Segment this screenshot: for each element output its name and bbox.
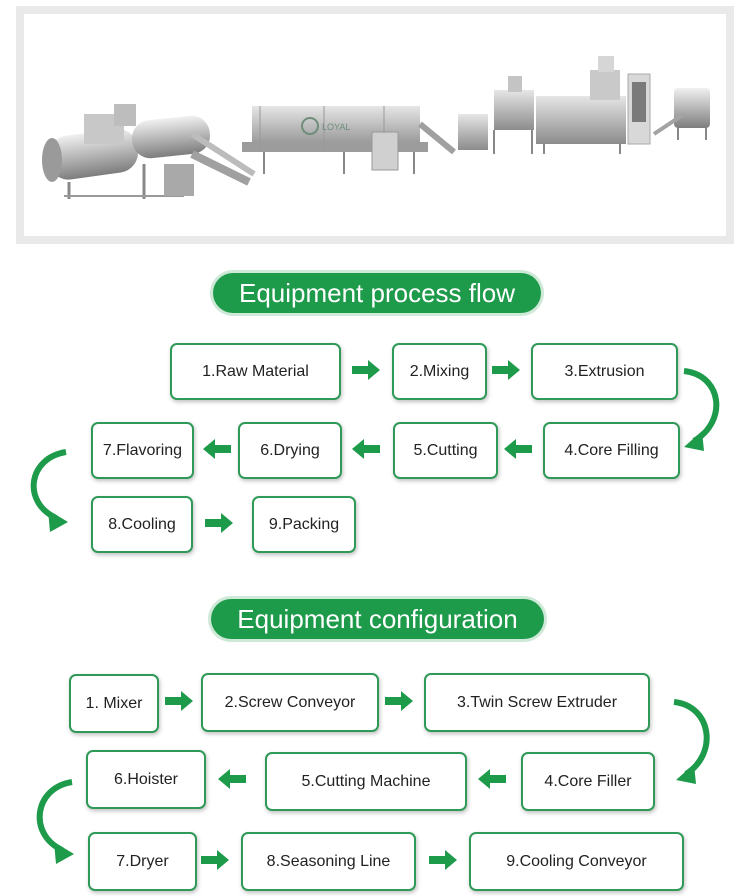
process-step-cooling: 8.Cooling xyxy=(91,496,193,553)
cutter-and-filler xyxy=(458,76,534,154)
config-step-cutting-machine: 5.Cutting Machine xyxy=(265,752,467,811)
config-step-cooling-conveyor: 9.Cooling Conveyor xyxy=(469,832,684,891)
arrow-right-icon xyxy=(429,850,457,870)
dryer-logo-text: LOYAL xyxy=(322,122,350,132)
twin-screw-extruder xyxy=(536,56,651,154)
process-step-packing: 9.Packing xyxy=(252,496,356,553)
arrow-right-icon xyxy=(492,360,520,380)
process-step-cutting: 5.Cutting xyxy=(393,422,498,479)
production-line-photo: LOYAL xyxy=(24,14,726,236)
configuration-title: Equipment configuration xyxy=(211,599,544,639)
process-step-mixing: 2.Mixing xyxy=(392,343,487,400)
curved-arrow-down-left-icon xyxy=(30,449,68,532)
arrow-right-icon xyxy=(205,513,233,533)
mixer-machine xyxy=(652,88,710,140)
config-step-twin-screw-extruder: 3.Twin Screw Extruder xyxy=(424,673,650,732)
arrow-left-icon xyxy=(203,439,231,459)
process-step-extrusion: 3.Extrusion xyxy=(531,343,678,400)
arrow-right-icon xyxy=(352,360,380,380)
process-step-drying: 6.Drying xyxy=(238,422,342,479)
arrow-right-icon xyxy=(385,691,413,711)
config-step-seasoning-line: 8.Seasoning Line xyxy=(241,832,416,891)
arrow-right-icon xyxy=(165,691,193,711)
config-step-mixer: 1. Mixer xyxy=(69,674,159,733)
config-step-hoister: 6.Hoister xyxy=(86,750,206,809)
arrow-left-icon xyxy=(218,769,246,789)
process-step-core-filling: 4.Core Filling xyxy=(543,422,680,479)
config-step-dryer: 7.Dryer xyxy=(88,832,197,891)
hoister-conveyor xyxy=(190,131,256,186)
arrow-left-icon xyxy=(478,769,506,789)
config-step-screw-conveyor: 2.Screw Conveyor xyxy=(201,673,379,732)
config-step-core-filler: 4.Core Filler xyxy=(521,752,655,811)
process-step-flavoring: 7.Flavoring xyxy=(91,422,194,479)
seasoning-drum-machine xyxy=(42,104,210,199)
curved-arrow-down-right-icon xyxy=(673,699,710,784)
arrow-left-icon xyxy=(352,439,380,459)
process-step-raw-material: 1.Raw Material xyxy=(170,343,341,400)
arrow-right-icon xyxy=(201,850,229,870)
curved-arrow-down-right-icon xyxy=(683,368,720,451)
dryer-machine: LOYAL xyxy=(242,106,456,174)
curved-arrow-down-left-icon xyxy=(36,779,74,864)
arrow-left-icon xyxy=(504,439,532,459)
process-flow-title: Equipment process flow xyxy=(213,273,541,313)
hero-photo-frame: LOYAL xyxy=(16,6,734,244)
